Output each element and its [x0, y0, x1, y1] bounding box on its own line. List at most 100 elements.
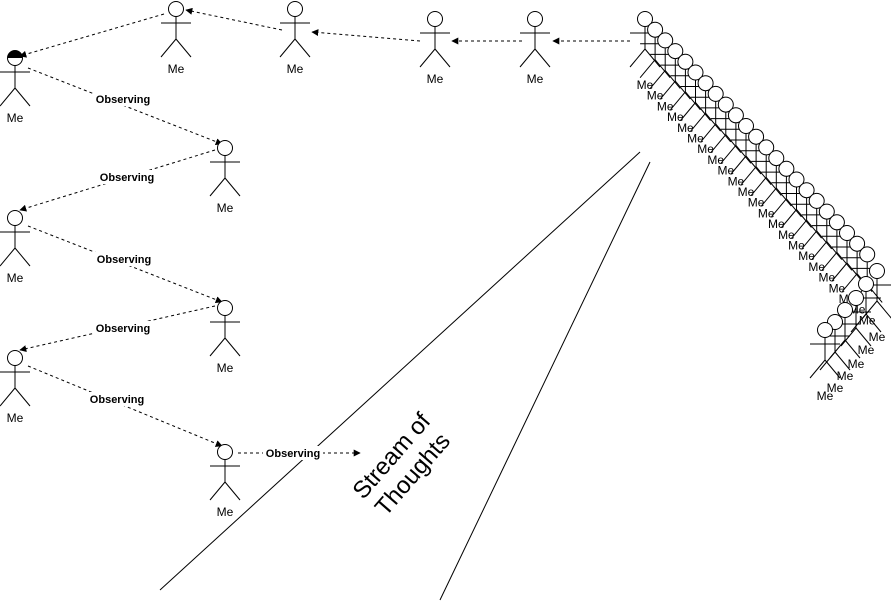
receding-actor-head: [697, 75, 714, 92]
edge-label-observing: Observing: [266, 448, 320, 460]
receding-actor-head: [828, 214, 845, 231]
edge-label-observing: Observing: [90, 394, 144, 406]
receding-actor: Me: [639, 37, 671, 103]
actor-label: Me: [168, 62, 185, 76]
actor-label: Me: [837, 369, 854, 383]
receding-actor-head: [849, 235, 866, 252]
actor-label: Me: [768, 217, 785, 231]
receding-actor: Me: [710, 112, 742, 178]
receding-actor: Me: [821, 229, 853, 295]
receding-actor-head: [748, 128, 765, 145]
receding-actor-head: [717, 96, 734, 113]
receding-actor: Me: [771, 176, 802, 242]
actor-right-2: Me: [209, 300, 241, 375]
actor-right-3: Me: [209, 444, 241, 519]
receding-actor-head: [839, 225, 855, 241]
stream-edge-left: [159, 151, 641, 591]
actor-label: Me: [738, 185, 755, 199]
actor-left-1: Me: [0, 50, 31, 125]
receding-actor-head: [637, 11, 653, 27]
receding-actor: Me: [670, 69, 701, 135]
actor-label: Me: [287, 62, 304, 76]
actor-left-2: Me: [0, 210, 31, 285]
actor-label: Me: [808, 260, 825, 274]
actor-top-2: Me: [279, 1, 311, 76]
receding-actor: Me: [809, 337, 841, 403]
receding-actor-head: [647, 21, 664, 38]
actor-label: Me: [798, 249, 815, 263]
receding-actor: Me: [791, 197, 822, 263]
receding-actor-head: [818, 203, 835, 220]
receding-actor: Me: [801, 208, 833, 274]
receding-actor: Me: [720, 122, 752, 188]
actor-label: Me: [647, 89, 664, 103]
actor-top-1: Me: [160, 1, 192, 76]
receding-actor: Me: [811, 219, 843, 285]
edge-label-observing: Observing: [96, 94, 150, 106]
receding-actor-head: [677, 53, 694, 70]
receding-actor-head: [808, 192, 825, 209]
receding-actor-head: [837, 302, 853, 318]
actor-label: Me: [7, 111, 24, 125]
actor-label: Me: [7, 271, 24, 285]
actor-label: Me: [728, 174, 745, 188]
actor-label: Me: [778, 228, 795, 242]
edge-labels: Observing Observing Observing Observing …: [87, 92, 323, 460]
actor-label: Me: [667, 110, 684, 124]
actor-top-3: Me: [419, 11, 451, 86]
actor-label: Me: [748, 196, 765, 210]
receding-actor-head: [858, 276, 874, 292]
actor-label: Me: [637, 78, 654, 92]
actor-label: Me: [217, 361, 234, 375]
receding-actor: Me: [819, 329, 851, 395]
actor-label: Me: [849, 303, 866, 317]
actor-label: Me: [818, 271, 835, 285]
receding-actor: Me: [700, 101, 732, 167]
actor-label: Me: [687, 132, 704, 146]
stream-title: Stream of Thoughts: [347, 408, 455, 521]
actor-label: Me: [788, 239, 805, 253]
actor-label: Me: [657, 99, 674, 113]
actor-label: Me: [217, 505, 234, 519]
actor-left-3: Me: [0, 350, 31, 425]
actor-right-1: Me: [209, 140, 241, 215]
receding-actor: Me: [649, 47, 681, 113]
receding-actor-head: [778, 160, 795, 177]
receding-actor-head: [738, 118, 754, 134]
receding-actor-head: [798, 182, 815, 199]
receding-actor-head: [869, 263, 885, 279]
actor-label: Me: [717, 164, 734, 178]
actor-label: Me: [217, 201, 234, 215]
actor-label: Me: [7, 411, 24, 425]
edge-label-observing: Observing: [96, 323, 150, 335]
receding-actor: Me: [690, 90, 721, 156]
actor-label: Me: [817, 389, 834, 403]
actor-label: Me: [677, 121, 694, 135]
receding-actor-head: [758, 139, 775, 156]
edge-label-observing: Observing: [100, 172, 154, 184]
actor-label: Me: [697, 142, 714, 156]
stream-edge-right: [439, 161, 651, 601]
edge-top-5: [19, 13, 165, 58]
edge-top-3: [311, 29, 421, 42]
receding-actor-head: [848, 290, 864, 306]
receding-actor-head: [859, 246, 876, 263]
receding-actor-head: [687, 64, 704, 81]
actor-label: Me: [827, 381, 844, 395]
receding-actor-head: [788, 171, 805, 188]
actor-label: Me: [869, 330, 886, 344]
receding-actor: Me: [740, 144, 772, 210]
actor-label: Me: [527, 72, 544, 86]
receding-actor-head: [817, 322, 833, 338]
receding-actor-head: [707, 85, 724, 102]
actor-label: Me: [427, 72, 444, 86]
receding-actor-head: [657, 32, 674, 49]
actor-label: Me: [707, 153, 724, 167]
actor-label: Me: [829, 281, 846, 295]
actor-top-4: Me: [519, 11, 551, 86]
edge-top-4: [185, 7, 283, 31]
actor-label: Me: [858, 343, 875, 357]
actor-label: Me: [848, 357, 865, 371]
